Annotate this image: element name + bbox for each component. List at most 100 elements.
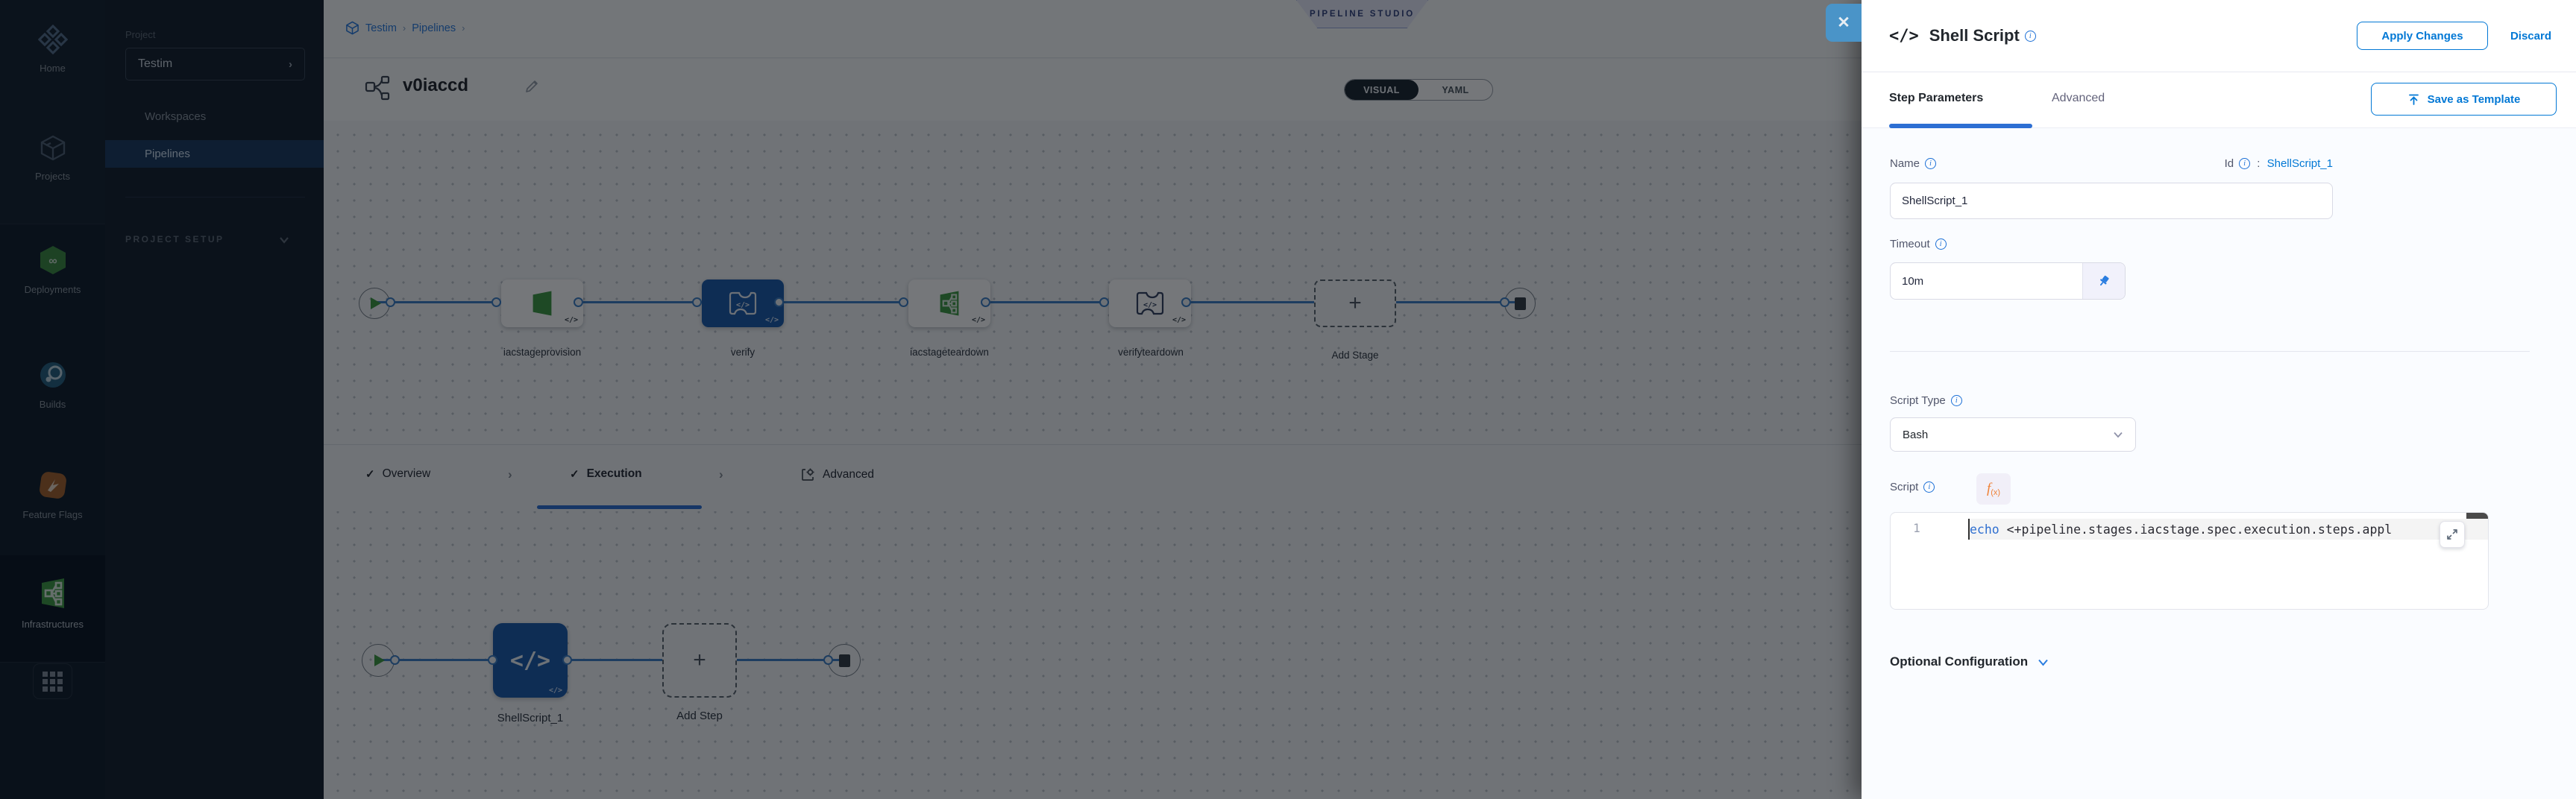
line-number: 1 <box>1913 521 1920 535</box>
chevron-right-icon: › <box>719 467 723 481</box>
info-icon[interactable]: i <box>1925 158 1937 169</box>
name-input[interactable] <box>1890 183 2333 219</box>
tab-advanced[interactable]: Advanced <box>800 467 874 482</box>
script-code-editor[interactable]: 1 echo <+pipeline.stages.iacstage.spec.e… <box>1890 512 2489 610</box>
stage-node-iacstageteardown[interactable]: </> <box>908 280 990 327</box>
code-badge: </> <box>971 316 985 324</box>
script-type-select[interactable]: Bash <box>1890 417 2136 452</box>
expand-editor-button[interactable] <box>2440 521 2465 548</box>
step-connector-line <box>378 659 844 661</box>
discard-button[interactable]: Discard <box>2510 29 2551 42</box>
sidebar-item-home[interactable]: Home <box>0 24 105 74</box>
project-section-label: Project <box>125 29 156 40</box>
pipeline-graph-icon <box>365 75 390 101</box>
close-drawer-button[interactable]: ✕ <box>1826 4 1862 42</box>
expand-icon <box>2447 529 2457 540</box>
step-config-drawer: ✕ </> Shell Script i Apply Changes Disca… <box>1826 0 2576 799</box>
editor-scrollbar[interactable] <box>2466 513 2488 519</box>
project-setup-header[interactable]: PROJECT SETUP <box>125 234 224 244</box>
timeout-fixed-value-button[interactable] <box>2082 263 2125 299</box>
code-keyword: echo <box>1970 522 1999 537</box>
tab-execution[interactable]: ✓ Execution <box>570 467 642 481</box>
info-icon[interactable]: i <box>2239 158 2251 169</box>
tab-advanced[interactable]: Advanced <box>2052 92 2105 104</box>
active-tab-underline <box>1889 124 2032 128</box>
waffle-icon <box>43 671 63 692</box>
apply-changes-button[interactable]: Apply Changes <box>2356 22 2488 50</box>
active-tab-underline <box>537 505 702 509</box>
stop-icon <box>838 654 850 667</box>
pipeline-canvas: Testim › Pipelines › PIPELINE STUDIO v0i… <box>324 0 1862 799</box>
add-stage-label: Add Stage <box>1331 350 1379 361</box>
connector-dot <box>491 297 501 307</box>
plus-icon: + <box>1348 291 1362 315</box>
timeout-field-group <box>1890 262 2126 300</box>
stage-label: iacstageteardown <box>910 347 989 358</box>
expression-fx-button[interactable]: f(x) <box>1976 473 2011 505</box>
shell-script-icon: </> <box>1889 26 1919 45</box>
optional-configuration-toggle[interactable]: Optional Configuration <box>1890 654 2049 669</box>
info-icon[interactable]: i <box>1950 395 1962 406</box>
tab-step-parameters[interactable]: Step Parameters <box>1889 92 1984 104</box>
toggle-visual[interactable]: VISUAL <box>1345 80 1419 100</box>
module-sidebar: Home Projects ∞ Deployments <box>0 0 105 799</box>
chevron-right-icon: › <box>289 57 292 71</box>
breadcrumb-separator: › <box>462 22 465 34</box>
stage-node-iacstageprovision[interactable]: </> <box>501 280 583 327</box>
drawer-header: </> Shell Script i Apply Changes Discard <box>1862 0 2576 72</box>
custom-stage-icon: </> <box>1136 291 1164 315</box>
cube-icon <box>40 135 65 161</box>
infrastructure-stage-icon <box>533 291 552 316</box>
breadcrumb-pipelines-link[interactable]: Pipelines <box>412 22 456 34</box>
project-selector-value: Testim <box>138 57 173 70</box>
project-selector[interactable]: Testim › <box>125 48 305 80</box>
timeout-input[interactable] <box>1891 263 2082 299</box>
edit-pencil-icon[interactable] <box>524 78 540 95</box>
stage-tab-strip: ✓ Overview › ✓ Execution › Advanced <box>324 444 1862 511</box>
step-id-link[interactable]: ShellScript_1 <box>2266 157 2333 170</box>
check-icon: ✓ <box>570 468 579 481</box>
drawer-title: Shell Script <box>1929 26 2020 45</box>
connector-dot <box>981 297 990 307</box>
save-as-template-button[interactable]: Save as Template <box>2371 83 2557 116</box>
sidebar-item-builds[interactable]: Builds <box>0 359 105 410</box>
module-grid-button[interactable] <box>33 663 72 699</box>
add-step-button[interactable]: + <box>662 623 737 698</box>
breadcrumb-separator: › <box>402 22 406 34</box>
svg-text:∞: ∞ <box>48 255 57 268</box>
save-template-icon <box>2408 94 2419 105</box>
add-stage-button[interactable]: + <box>1314 280 1396 327</box>
sidebar-item-feature-flags[interactable]: Feature Flags <box>0 470 105 520</box>
tab-overview[interactable]: ✓ Overview <box>365 467 431 481</box>
code-badge: </> <box>1172 316 1186 324</box>
divider <box>125 197 305 198</box>
chevron-down-icon[interactable] <box>278 234 290 246</box>
sidebar-item-infrastructures[interactable]: Infrastructures <box>0 555 105 662</box>
stage-node-verify[interactable]: </> </> <box>702 280 784 327</box>
sidebar-item-pipelines[interactable]: Pipelines <box>105 140 324 168</box>
sidebar-item-deployments[interactable]: ∞ Deployments <box>0 244 105 295</box>
step-node-shellscript[interactable]: </> </> <box>493 623 568 698</box>
shell-script-icon: </> <box>509 647 551 674</box>
connector-dot <box>1181 297 1191 307</box>
stage-label: iacstageprovision <box>503 347 582 358</box>
stage-label: verifyteardown <box>1118 347 1184 358</box>
connector-dot <box>692 297 702 307</box>
project-cube-icon <box>346 21 359 35</box>
info-icon[interactable]: i <box>1923 481 1935 493</box>
info-icon[interactable]: i <box>1935 239 1947 250</box>
drawer-tab-bar: Step Parameters Advanced Save as Templat… <box>1862 73 2576 128</box>
breadcrumb-project-link[interactable]: Testim <box>365 22 397 34</box>
sidebar-item-workspaces[interactable]: Workspaces <box>145 110 207 123</box>
stage-node-verifyteardown[interactable]: </> </> <box>1109 280 1191 327</box>
svg-text:</>: </> <box>1143 301 1157 309</box>
info-icon[interactable]: i <box>2024 30 2036 42</box>
chevron-right-icon: › <box>508 467 512 481</box>
sidebar-item-projects[interactable]: Projects <box>0 133 105 182</box>
toggle-yaml[interactable]: YAML <box>1442 84 1469 95</box>
